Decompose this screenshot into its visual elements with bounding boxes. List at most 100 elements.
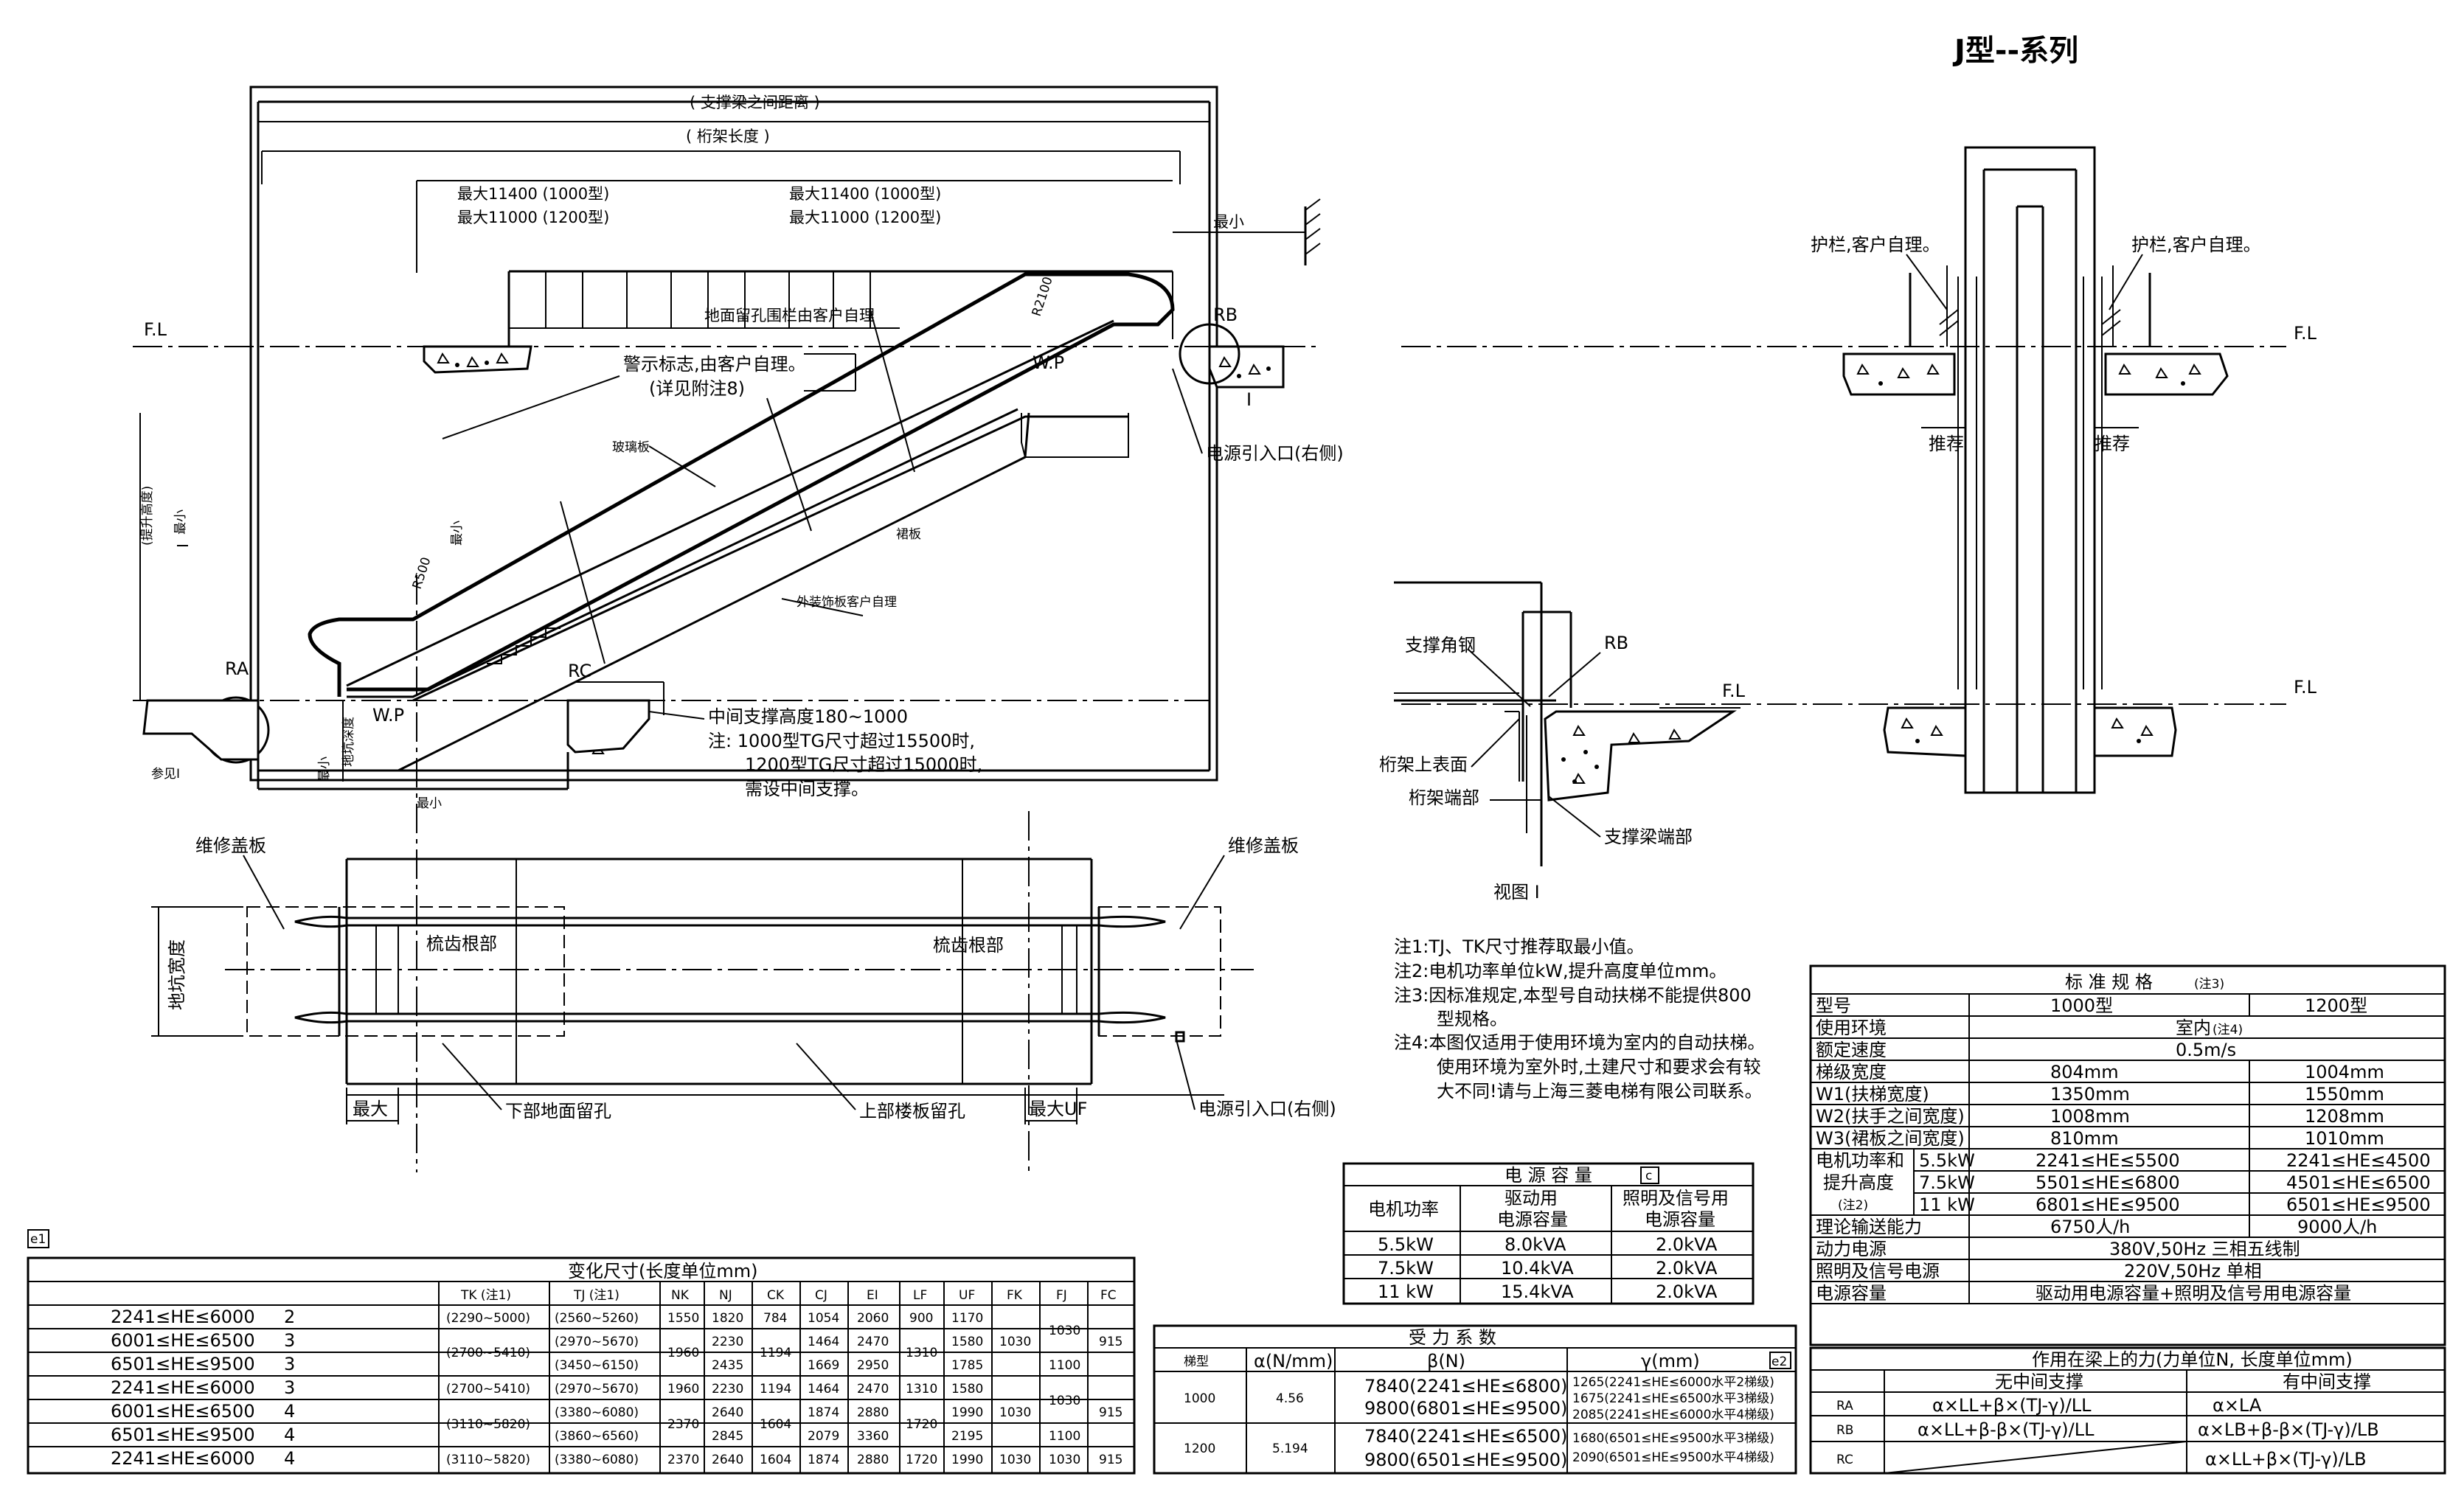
power-capacity-table: 电 源 容 量 c 电机功率 驱动用 电源容量 照明及信号用 电源容量 5.5k… bbox=[1342, 1162, 1755, 1305]
dims-uf: 1990 bbox=[951, 1405, 983, 1420]
max-left-label: 最大 bbox=[353, 1099, 388, 1119]
note-line-4: 型规格。 bbox=[1437, 1009, 1507, 1029]
note-line-1: 注1:TJ、TK尺寸推荐取最小值。 bbox=[1394, 936, 1645, 957]
spec-title-note: (注3) bbox=[2194, 977, 2224, 992]
dims-tj: (3860~6560) bbox=[555, 1429, 639, 1444]
rb-label: RB bbox=[1213, 305, 1238, 325]
r500-label: R500 bbox=[410, 555, 434, 591]
force-coef-table: 受 力 系 数 e2 梯型 α(N/mm) β(N) γ(mm) 1000 4.… bbox=[1153, 1324, 1797, 1475]
force-row-gamma: 1680(6501≤HE≤9500水平3梯级) bbox=[1572, 1431, 1774, 1446]
motor-range-1200: 4501≤HE≤6500 bbox=[2286, 1172, 2431, 1193]
dims-steps: 3 bbox=[284, 1354, 295, 1374]
dims-tk: (2700~5410) bbox=[446, 1382, 530, 1397]
min-small-label: 最小 bbox=[450, 521, 465, 546]
dims-lf: 1720 bbox=[906, 1453, 937, 1467]
power-value: 380V,50Hz 三相五线制 bbox=[2109, 1239, 2300, 1259]
force-table-title: 受 力 系 数 bbox=[1409, 1327, 1496, 1348]
spec-env-label: 使用环境 bbox=[1816, 1018, 1887, 1038]
power-header-drive-1: 驱动用 bbox=[1505, 1188, 1558, 1208]
maint-cover-right: 维修盖板 bbox=[1228, 835, 1299, 856]
dims-cj: 1669 bbox=[808, 1358, 839, 1373]
dims-table-tag: e1 bbox=[30, 1232, 46, 1247]
spec-header-model: 型号 bbox=[1816, 995, 1851, 1016]
dims-range: 2241≤HE≤6000 bbox=[111, 1307, 255, 1327]
power-header-light-1: 照明及信号用 bbox=[1623, 1188, 1729, 1208]
motor-kw: 7.5kW bbox=[1919, 1172, 1975, 1193]
lift-height-label: (提升高度) bbox=[140, 486, 155, 546]
warning-note-1: 警示标志,由客户自理。 bbox=[623, 354, 806, 375]
motor-label-3: (注2) bbox=[1838, 1198, 1868, 1213]
spec-row-1200: 1004mm bbox=[2305, 1062, 2384, 1082]
beam-header-with-support: 有中间支撑 bbox=[2283, 1371, 2371, 1392]
skirt-label: 裙板 bbox=[896, 527, 921, 542]
dims-tj: (3450~6150) bbox=[555, 1358, 639, 1373]
dims-fj: 1030 bbox=[1049, 1394, 1080, 1408]
force-table-tag: e2 bbox=[1771, 1354, 1787, 1369]
rec-right-label: 推荐 bbox=[2095, 434, 2130, 454]
force-header-beta: β(N) bbox=[1427, 1351, 1465, 1371]
railing-note: 地面留孔围栏由客户自理 bbox=[704, 307, 875, 324]
dims-fc: 915 bbox=[1099, 1405, 1122, 1420]
note-line-6: 使用环境为室外时,土建尺寸和要求会有较 bbox=[1437, 1057, 1761, 1077]
spec-row-1200: 1208mm bbox=[2305, 1106, 2384, 1127]
dims-header-ck: CK bbox=[767, 1288, 785, 1303]
glass-panel-label: 玻璃板 bbox=[612, 440, 650, 455]
dims-fc: 915 bbox=[1099, 1453, 1122, 1467]
force-row-gamma: 2085(2241≤HE≤6000水平4梯级) bbox=[1572, 1408, 1774, 1422]
power-row-drive: 10.4kVA bbox=[1501, 1258, 1574, 1279]
pit-width-label: 地坑宽度 bbox=[167, 939, 187, 1010]
spec-env-note: (注4) bbox=[2213, 1023, 2243, 1037]
dims-lf: 1310 bbox=[906, 1346, 937, 1360]
force-row-beta: 9800(6801≤HE≤9500) bbox=[1364, 1398, 1567, 1419]
drawing-title: J型--系列 bbox=[1952, 34, 2078, 68]
power-table-title: 电 源 容 量 bbox=[1505, 1165, 1592, 1186]
truss-top-label: 桁架上表面 bbox=[1379, 754, 1468, 775]
motor-range-1000: 5501≤HE≤6800 bbox=[2036, 1172, 2180, 1193]
dims-fj: 1030 bbox=[1049, 1453, 1080, 1467]
dims-ck: 784 bbox=[763, 1311, 787, 1326]
mid-support-2: 注: 1000型TG尺寸超过15500时, bbox=[708, 731, 975, 751]
rc-label: RC bbox=[568, 661, 591, 681]
dims-header-fj: FJ bbox=[1056, 1288, 1067, 1303]
spec-row-label: W2(扶手之间宽度) bbox=[1816, 1106, 1965, 1127]
dims-tj: (3380~6080) bbox=[555, 1453, 639, 1467]
dims-cj: 1874 bbox=[808, 1453, 839, 1467]
power-row-light: 2.0kVA bbox=[1656, 1281, 1718, 1302]
dims-steps: 4 bbox=[284, 1401, 295, 1422]
dims-nk: 2370 bbox=[667, 1453, 699, 1467]
dims-range: 6001≤HE≤6500 bbox=[111, 1330, 255, 1351]
dims-range: 6501≤HE≤9500 bbox=[111, 1425, 255, 1445]
motor-range-1200: 6501≤HE≤9500 bbox=[2286, 1194, 2431, 1215]
dims-steps: 4 bbox=[284, 1448, 295, 1469]
r2100-label: R2100 bbox=[1030, 275, 1056, 319]
power-table-tag: c bbox=[1645, 1169, 1652, 1183]
capacity-power-label: 电源容量 bbox=[1816, 1283, 1887, 1304]
spec-row-1000: 1350mm bbox=[2050, 1084, 2130, 1105]
beam-end-label: 支撑梁端部 bbox=[1604, 827, 1693, 847]
dims-uf: 1580 bbox=[951, 1335, 983, 1349]
min-pit-label: 最小 bbox=[317, 757, 332, 782]
power-row-motor: 5.5kW bbox=[1378, 1234, 1434, 1255]
beam-row-with-support: α×LL+β×(TJ-γ)/LB bbox=[2205, 1449, 2367, 1470]
ra-label: RA bbox=[225, 658, 249, 679]
dims-uf: 2195 bbox=[951, 1429, 983, 1444]
lower-opening-label: 下部地面留孔 bbox=[505, 1101, 611, 1121]
detail-rb-label: RB bbox=[1604, 633, 1628, 653]
dims-lf: 1310 bbox=[906, 1382, 937, 1397]
max-1200-label-a: 最大11000 (1200型) bbox=[457, 209, 609, 226]
spec-header-1200: 1200型 bbox=[2305, 995, 2367, 1016]
spec-speed-label: 额定速度 bbox=[1816, 1040, 1887, 1060]
dims-fc: 915 bbox=[1099, 1335, 1122, 1349]
dims-fj: 1030 bbox=[1049, 1324, 1080, 1338]
beam-table-title: 作用在梁上的力(力单位N, 长度单位mm) bbox=[2032, 1349, 2353, 1370]
motor-range-1000: 2241≤HE≤5500 bbox=[2036, 1150, 2180, 1171]
motor-kw: 11 kW bbox=[1919, 1194, 1975, 1215]
dims-tk: (3110~5820) bbox=[446, 1417, 530, 1432]
beam-force-table: 作用在梁上的力(力单位N, 长度单位mm) 无中间支撑 有中间支撑 RA α×L… bbox=[1809, 1346, 2446, 1475]
dims-ei: 2880 bbox=[857, 1453, 889, 1467]
dims-lf: 900 bbox=[909, 1311, 933, 1326]
upper-opening-label: 上部楼板留孔 bbox=[859, 1101, 965, 1121]
beam-row-with-support: α×LA bbox=[2213, 1395, 2262, 1416]
support-angle-label: 支撑角钢 bbox=[1405, 635, 1476, 655]
